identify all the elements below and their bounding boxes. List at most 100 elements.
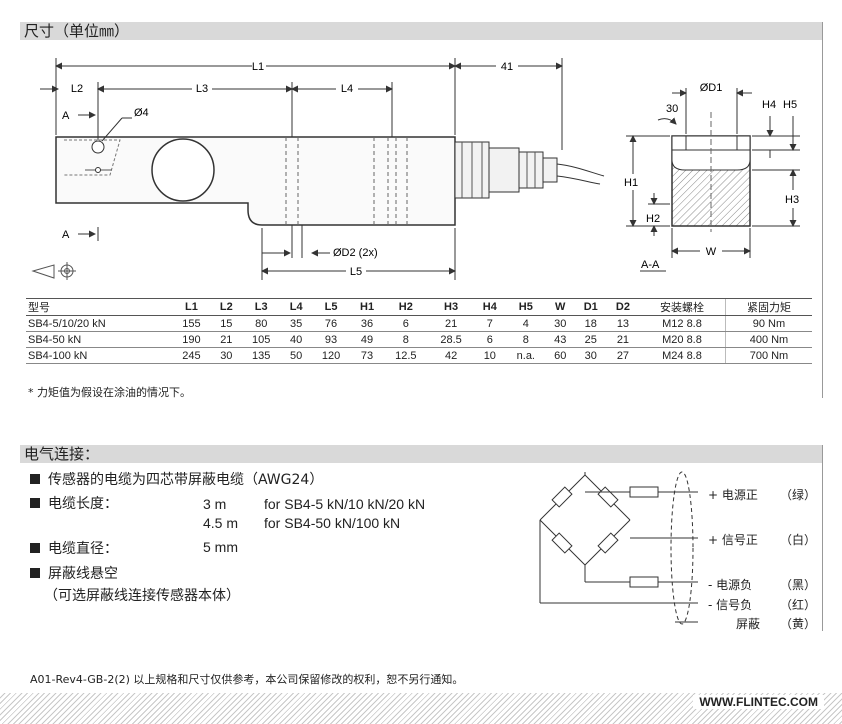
- wire-label-sig-plus: + 信号正: [708, 533, 758, 547]
- table-cell: 400 Nm: [724, 331, 812, 348]
- bullet-icon: [30, 568, 40, 578]
- wire-color-exc-minus: （黑）: [780, 578, 817, 592]
- wiring-diagram: [539, 471, 698, 625]
- wire-color-sig-plus: （白）: [780, 533, 817, 547]
- dim-label-phiD2: ØD2 (2x): [333, 247, 378, 259]
- section-label-AA: A-A: [641, 259, 660, 271]
- cable-diameter-line: 电缆直径：: [30, 540, 118, 558]
- table-cell: 120: [311, 347, 351, 364]
- table-cell: 15: [211, 315, 242, 332]
- shield-line: 屏蔽线悬空: [30, 565, 118, 583]
- cable-length-desc-1: for SB4-5 kN/10 kN/20 kN: [264, 496, 426, 512]
- large-hole: [151, 138, 215, 202]
- dimension-drawing: L1 41 L2 L3 L4 A A Ø4 ØD2 (2x) L5: [31, 58, 800, 280]
- table-cell: SB4-5/10/20 kN: [26, 315, 172, 332]
- table-row: SB4-50 kN 190 21 105 40 93 49 8 28.5 6 8…: [26, 331, 812, 348]
- projection-symbol-icon: [31, 262, 76, 280]
- spec-table: 型号 L1 L2 L3 L4 L5 H1 H2 H3 H4 H5 W D1 D2…: [26, 298, 812, 364]
- shield-note: （可选屏蔽线连接传感器本体）: [44, 588, 240, 604]
- col-header: H1: [350, 298, 384, 316]
- section-border: [822, 445, 823, 631]
- col-header: H3: [428, 298, 474, 316]
- section-border: [822, 22, 823, 398]
- table-cell: SB4-50 kN: [26, 331, 172, 348]
- table-cell: 25: [574, 331, 607, 348]
- table-cell: 28.5: [428, 331, 474, 348]
- cable-length-value-1: 3 m: [203, 496, 227, 512]
- table-cell: 43: [545, 331, 575, 348]
- table-cell: M20 8.8: [639, 331, 726, 348]
- dim-label-H1: H1: [624, 177, 638, 189]
- cable-length-desc-2: for SB4-50 kN/100 kN: [264, 515, 401, 531]
- table-cell: SB4-100 kN: [26, 347, 172, 364]
- table-cell: 21: [211, 331, 242, 348]
- table-cell: 105: [241, 331, 282, 348]
- bullet-icon: [30, 543, 40, 553]
- table-cell: 42: [428, 347, 474, 364]
- small-hole: [91, 140, 105, 154]
- dim-label-L3: L3: [196, 83, 208, 95]
- dim-label-phi4: Ø4: [134, 107, 149, 119]
- cable-type-text: 传感器的电缆为四芯带屏蔽电缆（AWG24）: [48, 472, 324, 488]
- table-cell: 12.5: [383, 347, 429, 364]
- col-header: D1: [574, 298, 607, 316]
- col-header: 紧固力矩: [724, 298, 812, 316]
- wire-label-shield: 屏蔽: [736, 617, 761, 631]
- resistor-icon: [551, 486, 573, 508]
- website-link[interactable]: WWW.FLINTEC.COM: [693, 695, 824, 709]
- col-header: L5: [311, 298, 351, 316]
- col-header: L1: [171, 298, 212, 316]
- section-mark-A-bottom: A: [62, 229, 70, 241]
- table-cell: 155: [171, 315, 212, 332]
- table-cell: 6: [383, 315, 429, 332]
- table-row: SB4-5/10/20 kN 155 15 80 35 76 36 6 21 7…: [26, 315, 812, 332]
- table-cell: M24 8.8: [639, 347, 726, 364]
- dim-label-H3: H3: [785, 194, 799, 206]
- table-cell: 18: [574, 315, 607, 332]
- table-cell: 27: [606, 347, 640, 364]
- dim-label-W: W: [706, 246, 717, 258]
- resistor-icon: [597, 532, 619, 554]
- col-header: W: [545, 298, 575, 316]
- cable-diameter-label: 电缆直径：: [48, 541, 118, 557]
- dim-label-H2: H2: [646, 213, 660, 225]
- dim-label-L5: L5: [350, 266, 362, 278]
- cable-length-line: 电缆长度：: [30, 495, 118, 513]
- table-cell: 49: [350, 331, 384, 348]
- table-cell: 10: [473, 347, 506, 364]
- table-cell: 40: [281, 331, 312, 348]
- table-cell: 36: [350, 315, 384, 332]
- dimensions-section-title: 尺寸（单位㎜）: [20, 22, 823, 40]
- dim-label-L1: L1: [252, 61, 264, 73]
- table-cell: 700 Nm: [724, 347, 812, 364]
- table-cell: n.a.: [505, 347, 546, 364]
- load-cell-body: [55, 136, 456, 226]
- table-cell: 8: [383, 331, 429, 348]
- table-cell: 30: [545, 315, 575, 332]
- shield-label: 屏蔽线悬空: [48, 566, 118, 582]
- table-cell: 245: [171, 347, 212, 364]
- col-header: D2: [606, 298, 640, 316]
- dim-label-41: 41: [501, 61, 513, 73]
- dim-label-phiD1: ØD1: [700, 82, 723, 94]
- wire-color-shield: （黄）: [780, 617, 817, 631]
- table-cell: 30: [574, 347, 607, 364]
- electrical-section-title: 电气连接：: [20, 445, 823, 463]
- resistor-icon: [629, 576, 659, 588]
- col-header: H5: [505, 298, 546, 316]
- dim-label-L4: L4: [341, 83, 353, 95]
- cable-length-label: 电缆长度：: [48, 496, 118, 512]
- bullet-icon: [30, 474, 40, 484]
- cable-length-value-2: 4.5 m: [203, 515, 239, 531]
- table-header-row: 型号 L1 L2 L3 L4 L5 H1 H2 H3 H4 H5 W D1 D2…: [26, 298, 812, 316]
- wire-label-exc-plus: + 电源正: [708, 488, 758, 502]
- col-header: H2: [383, 298, 429, 316]
- table-row: SB4-100 kN 245 30 135 50 120 73 12.5 42 …: [26, 347, 812, 364]
- table-cell: M12 8.8: [639, 315, 726, 332]
- torque-footnote: * 力矩值为假设在涂油的情况下。: [28, 386, 191, 399]
- dim-label-L2: L2: [71, 83, 83, 95]
- table-cell: 90 Nm: [724, 315, 812, 332]
- table-cell: 93: [311, 331, 351, 348]
- section-mark-A-top: A: [62, 110, 70, 122]
- table-cell: 60: [545, 347, 575, 364]
